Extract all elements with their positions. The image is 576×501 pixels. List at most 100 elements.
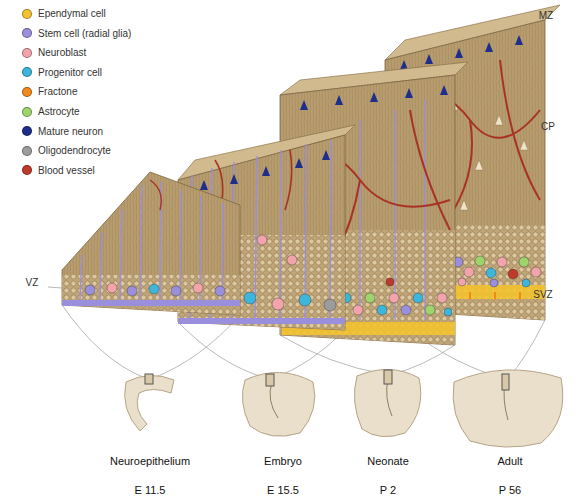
neonate-block-part-part (335, 95, 343, 105)
legend-text: Blood vessel (38, 165, 95, 176)
brain-sections-part (384, 370, 392, 384)
funnel-lines-part (62, 305, 145, 378)
neuroepithelium-block-part (150, 180, 161, 210)
funnel-lines-part (178, 322, 266, 378)
stage-name: Neuroepithelium (110, 455, 190, 467)
stage-name: Adult (497, 455, 522, 467)
embryo-block-part-part (295, 158, 303, 168)
adult-block-part-part (475, 160, 483, 170)
zone-label: MZ (539, 10, 553, 21)
stage-name: Embryo (264, 455, 302, 467)
stage-age: E 11.5 (135, 484, 166, 496)
embryo-block-part-part (244, 292, 256, 304)
adult-block-part-part (460, 200, 468, 210)
stage-name: Neonate (367, 455, 409, 467)
brain-sections-part (242, 372, 314, 436)
adult-block-part-part (495, 115, 503, 125)
stage-age: P 56 (499, 484, 521, 496)
legend-swatch (22, 146, 32, 156)
legend-row: Ependymal cell (22, 8, 106, 19)
neuroepithelium-block-part-part (107, 283, 117, 293)
legend-row: Neuroblast (22, 47, 86, 58)
legend-swatch (22, 126, 32, 136)
legend-text: Mature neuron (38, 126, 103, 137)
zone-label: CP (541, 121, 555, 132)
zone-label: VZ (26, 277, 39, 288)
adult-block-part-part (486, 268, 496, 278)
legend-text: Astrocyte (38, 106, 80, 117)
legend-row: Blood vessel (22, 165, 95, 176)
brain-sections-part (145, 374, 153, 384)
adult-block-part-part (490, 279, 498, 287)
legend-swatch (22, 87, 32, 97)
legend-swatch (22, 28, 32, 38)
neuroepithelium-block-part-part (171, 286, 181, 296)
adult-block-part-part (464, 267, 474, 277)
stage-age: P 2 (380, 484, 396, 496)
adult-block-part-part (425, 54, 433, 64)
neonate-block-part (300, 85, 448, 110)
brain-sections-part (270, 382, 278, 418)
embryo-block-part-part (200, 180, 208, 190)
adult-block-part-part (522, 279, 530, 287)
neuroepithelium-block-part (62, 300, 240, 306)
legend-swatch (22, 107, 32, 117)
neuroepithelium-block-part (80, 182, 223, 300)
adult-block-part-part (508, 269, 518, 279)
funnel-lines-part (280, 335, 384, 374)
legend-text: Oligodendrocyte (38, 145, 111, 156)
neuroepithelium-block (62, 172, 240, 315)
legend-text: Ependymal cell (38, 8, 106, 19)
legend-swatch (22, 9, 32, 19)
adult-block-part-part (519, 257, 529, 267)
adult-block-part-part (531, 267, 541, 277)
neuroepithelium-block-part-part (193, 283, 203, 293)
legend-row: Oligodendrocyte (22, 145, 111, 156)
brain-sections (125, 369, 563, 447)
adult-block-part-part (515, 35, 523, 45)
legend-swatch (22, 67, 32, 77)
neonate-block-part-part (365, 293, 375, 303)
neonate-block-part-part (440, 85, 448, 95)
legend-swatch (22, 48, 32, 58)
neonate-block-part-part (389, 293, 399, 303)
embryo-block-part-part (262, 166, 270, 176)
legend-swatch (22, 165, 32, 175)
stage-age: E 15.5 (267, 484, 299, 496)
embryo-block-part-part (299, 294, 311, 306)
zone-label: SVZ (533, 289, 552, 300)
neuroepithelium-block-part-part (127, 286, 137, 296)
neonate-block-part-part (437, 293, 447, 303)
adult-block-part-part (458, 278, 466, 286)
neonate-block-part-part (444, 308, 452, 316)
vz-leader (48, 287, 62, 288)
embryo-block-part-part (322, 150, 330, 160)
funnel-lines-part (508, 320, 545, 378)
neuroepithelium-block-part-part (85, 285, 95, 295)
neonate-block-part-part (405, 88, 413, 98)
neonate-block-part-part (386, 278, 394, 286)
neonate-block-part-part (401, 305, 411, 315)
adult-block-part-part (497, 257, 507, 267)
neonate-block-part-part (413, 293, 423, 303)
neonate-block-part-part (353, 305, 363, 315)
adult-block-part-part (455, 48, 463, 58)
brain-sections-part (354, 369, 420, 436)
brain-sections-part (266, 374, 274, 386)
embryo-block-part-part (230, 174, 238, 184)
embryo-block-part-part (272, 298, 284, 310)
neonate-block-part-part (370, 92, 378, 102)
embryo-block-part-part (287, 255, 297, 265)
embryo-block-part-part (324, 299, 336, 311)
legend-row: Stem cell (radial glia) (22, 28, 131, 39)
neonate-block-part-part (300, 100, 308, 110)
neonate-block-part-part (377, 305, 387, 315)
brain-sections-part (502, 374, 509, 390)
legend-text: Neuroblast (38, 47, 86, 58)
legend-row: Mature neuron (22, 126, 103, 137)
legend-row: Progenitor cell (22, 67, 102, 78)
neuroepithelium-block-part (62, 172, 240, 315)
adult-block-part-part (475, 256, 485, 266)
legend-row: Astrocyte (22, 106, 80, 117)
